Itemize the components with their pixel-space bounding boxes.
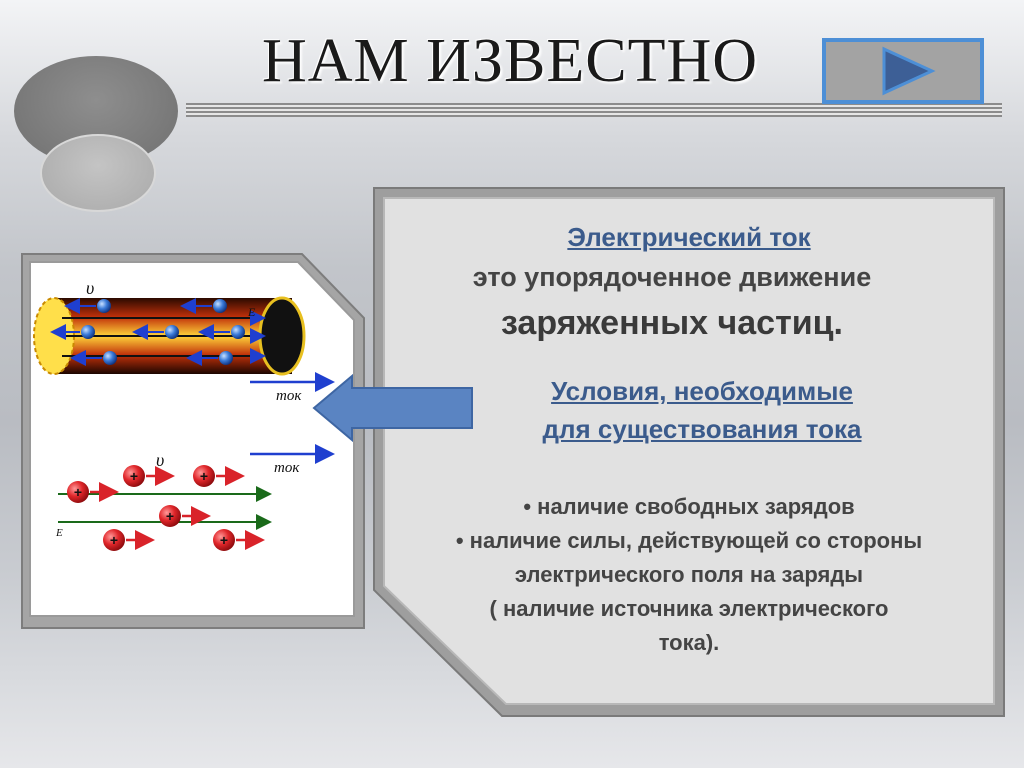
condition-bullet-2-cont: электрического поля на заряды xyxy=(514,562,864,587)
condition-bullet-2: • наличие силы, действующей со стороны xyxy=(455,528,923,553)
definition-line2: заряженных частиц. xyxy=(500,304,843,342)
positive-charges: + + + + + + xyxy=(67,465,265,551)
svg-text:+: + xyxy=(74,484,82,500)
condition-bullet-3: ( наличие источника электрического xyxy=(489,596,889,621)
svg-text:+: + xyxy=(130,468,138,484)
current-label-top: ток xyxy=(276,388,302,404)
current-diagram: υ E ток υ ток E + + + + + xyxy=(33,278,335,551)
svg-text:+: + xyxy=(110,532,118,548)
term-electric-current: Электрический ток xyxy=(567,222,811,252)
electron-particles xyxy=(50,298,245,366)
velocity-label-top: υ xyxy=(86,278,94,298)
field-label-bottom: E xyxy=(55,527,63,539)
conditions-heading-line1: Условия, необходимые xyxy=(551,376,853,406)
conditions-heading-line2: для существования тока xyxy=(542,414,862,444)
title-underline xyxy=(186,103,1002,117)
next-slide-button[interactable] xyxy=(822,38,984,104)
velocity-label-bottom: υ xyxy=(156,450,164,470)
text-panel-content: Электрический ток это упорядоченное движ… xyxy=(372,186,1006,718)
conductor-end xyxy=(258,296,306,376)
svg-text:+: + xyxy=(220,532,228,548)
conditions-heading: Условия, необходимые для существования т… xyxy=(432,372,972,448)
conditions-list: • наличие свободных зарядов • наличие си… xyxy=(372,490,1006,660)
field-label-top: E xyxy=(247,305,256,319)
text-panel xyxy=(373,187,1005,717)
svg-text:+: + xyxy=(166,508,174,524)
play-triangle-icon xyxy=(882,46,936,96)
decorative-ellipse-light xyxy=(40,134,156,212)
slide-title: НАМ ИЗВЕСТНО xyxy=(262,27,759,95)
condition-bullet-1: • наличие свободных зарядов xyxy=(523,494,855,519)
current-label-bottom: ток xyxy=(274,460,300,476)
definition-line1: это упорядоченное движение xyxy=(472,262,872,292)
condition-bullet-3-cont: тока). xyxy=(658,630,720,655)
pointer-arrow-icon xyxy=(312,374,473,442)
svg-text:+: + xyxy=(200,468,208,484)
